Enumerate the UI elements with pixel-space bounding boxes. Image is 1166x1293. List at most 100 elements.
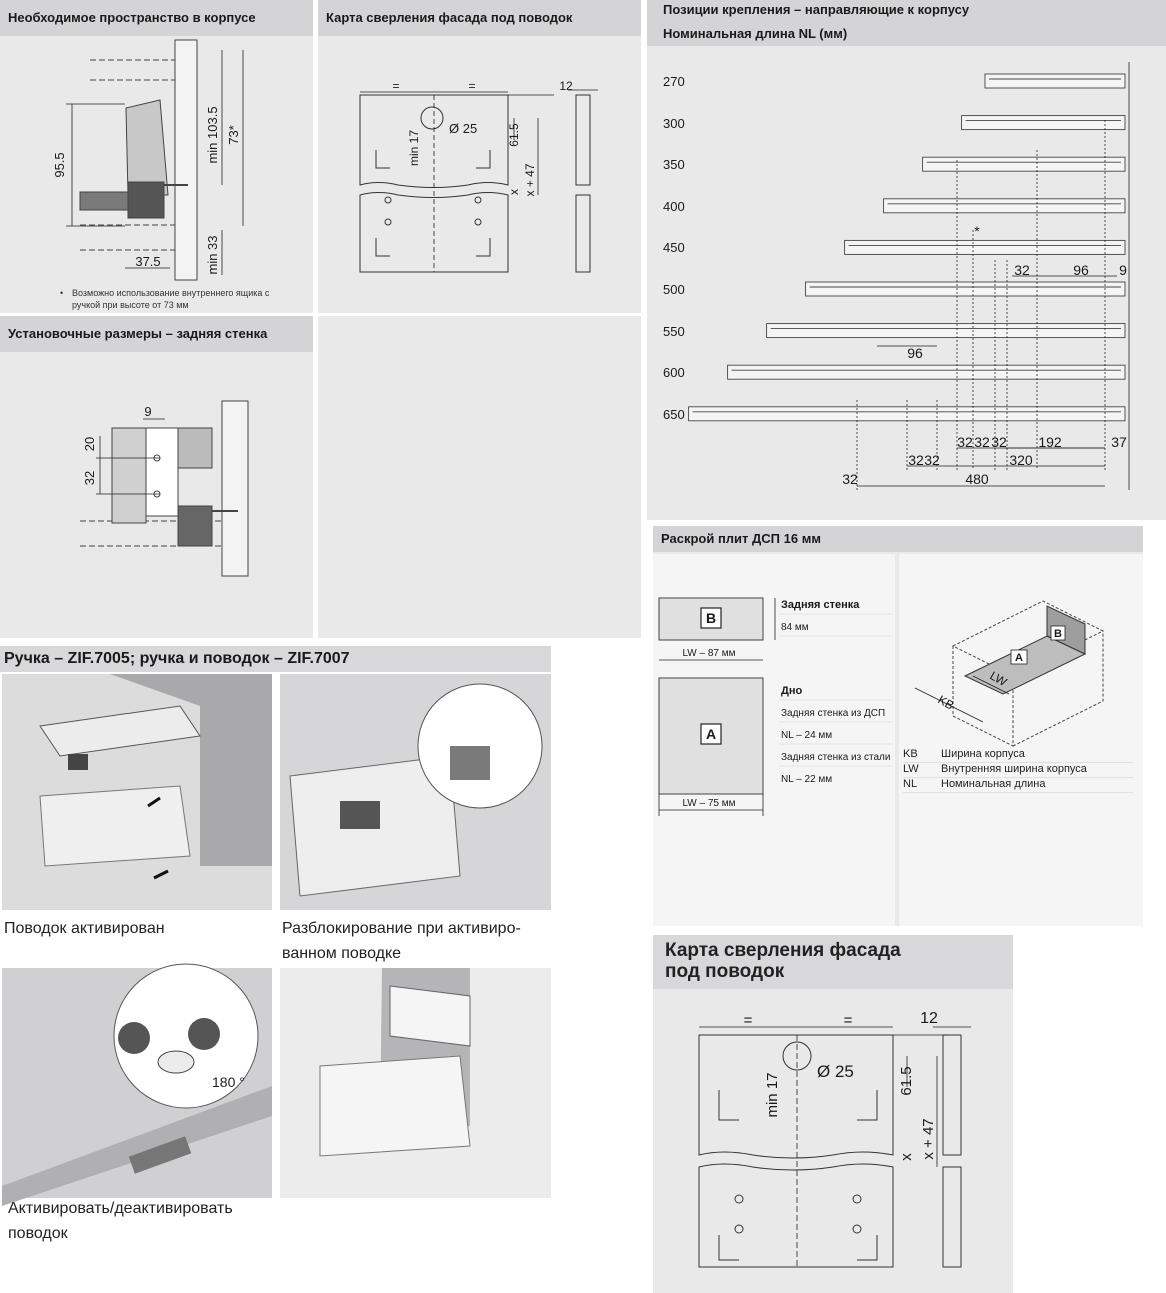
bottom-line-4: NL – 22 мм [781, 774, 832, 785]
dim-32-d: 32 [991, 434, 1007, 450]
dim-32: 32 [82, 471, 97, 485]
back-wall-title: Задняя стенка [781, 599, 860, 611]
runner-length-label: 600 [663, 365, 685, 381]
legend-text: Номинальная длина [941, 778, 1046, 790]
panel-title: Раскрой плит ДСП 16 мм [653, 526, 1143, 552]
panel-a-label: A [706, 726, 716, 742]
legend-text: Внутренняя ширина корпуса [941, 763, 1087, 775]
runner-bar [984, 73, 1126, 89]
runner-bar [766, 323, 1126, 339]
bottom-title: Дно [781, 685, 802, 697]
runner-length-label: 650 [663, 406, 685, 422]
legend-text: Ширина корпуса [941, 748, 1025, 760]
panel-empty [318, 316, 641, 638]
note-line-2: ручкой при высоте от 73 мм [72, 300, 189, 310]
dim-equal-left: = [392, 79, 399, 93]
dim-61-5: 61.5 [898, 1066, 915, 1095]
dim-12: 12 [920, 1010, 938, 1027]
a-width: LW – 75 мм [682, 798, 735, 809]
dim-103-5: min 103.5 [205, 106, 220, 163]
dim-96-a: 96 [1073, 262, 1089, 278]
caption-3-line-1: Активировать/деактивировать [8, 1200, 233, 1217]
runner-length-label: 400 [663, 198, 685, 214]
panel-title-line-1: Карта сверления фасада [665, 940, 901, 961]
dim-37: 37 [1111, 434, 1127, 450]
dim-x: x [507, 189, 521, 195]
dim-x-plus-47: x + 47 [523, 163, 537, 196]
dim-32-a: 32 [1014, 262, 1030, 278]
dim-32-c: 32 [974, 434, 990, 450]
dim-20: 20 [82, 437, 97, 451]
dim-480: 480 [965, 471, 989, 487]
panel-front-drilling-large: Карта сверления фасада под поводок = = 1… [653, 935, 1013, 1293]
panel-title: Необходимое пространство в корпусе [0, 0, 313, 36]
legend-abbr: LW [903, 763, 919, 775]
panel-title: Установочные размеры – задняя стенка [0, 316, 313, 352]
panel-handle: Ручка – ZIF.7005; ручка и поводок – ZIF.… [0, 646, 551, 1246]
dim-min-17: min 17 [407, 130, 421, 166]
runner-bar [844, 239, 1126, 255]
panel-required-space: Необходимое пространство в корпусе 95.5 … [0, 0, 313, 313]
board-cutting-drawing: B A Задняя стенка 84 мм LW – 87 мм Дно З… [653, 554, 1143, 926]
iso-kb-label: KB [936, 692, 957, 712]
caption-1: Поводок активирован [4, 920, 165, 937]
back-wall-drawing: 9 20 32 [80, 400, 249, 577]
front-drilling-drawing: = = 12 Ø 25 min 17 61.5 x x + 47 [359, 79, 598, 273]
front-drilling-large-drawing: = = 12 Ø 25 min 17 61.5 x x + 47 [698, 1010, 971, 1268]
runner-bar [727, 364, 1126, 380]
bottom-line-3: Задняя стенка из стали [781, 752, 890, 763]
note-bullet: • [60, 288, 64, 298]
dim-min-17: min 17 [764, 1072, 781, 1117]
dim-32-e: 32 [908, 452, 924, 468]
panel-front-drilling: Карта сверления фасада под поводок = = 1… [318, 0, 641, 313]
bottom-line-2: NL – 24 мм [781, 730, 832, 741]
dim-x: x [898, 1153, 915, 1161]
dim-320: 320 [1009, 452, 1033, 468]
required-space-drawing: 95.5 min 103.5 73* 37.5 min 33 [52, 39, 244, 281]
runner-bar [922, 156, 1126, 172]
panel-title: Карта сверления фасада под поводок [318, 0, 641, 36]
bottom-line-1: Задняя стенка из ДСП [781, 708, 885, 719]
back-wall-height: 84 мм [781, 622, 809, 633]
dim-equal-right: = [468, 79, 475, 93]
legend-row: NL Номинальная длина [903, 778, 1133, 793]
runner-bar [961, 115, 1126, 131]
dim-37-5: 37.5 [135, 254, 160, 269]
panel-back-wall-dims: Установочные размеры – задняя стенка 9 2… [0, 316, 313, 638]
dim-32-b: 32 [957, 434, 973, 450]
panel-board-cutting: Раскрой плит ДСП 16 мм B A Задняя стенка [653, 526, 1143, 926]
legend-row: KB Ширина корпуса [903, 748, 1133, 763]
dim-9: 9 [144, 404, 151, 419]
runner-length-label: 550 [663, 323, 685, 339]
dim-95-5: 95.5 [52, 152, 67, 177]
dim-x-plus-47: x + 47 [920, 1118, 937, 1159]
panel-subtitle: Номинальная длина NL (мм) [647, 22, 1166, 46]
legend-abbr: NL [903, 778, 918, 790]
legend-row: LW Внутренняя ширина корпуса [903, 763, 1133, 778]
panel-runner-positions: Позиции крепления – направляющие к корпу… [647, 0, 1166, 520]
panel-header-bg [653, 935, 1013, 989]
dim-32-f: 32 [924, 452, 940, 468]
legend-abbr: KB [903, 748, 918, 760]
dim-73: 73* [226, 125, 241, 145]
runner-length-label: 450 [663, 240, 685, 256]
runner-bar [805, 281, 1126, 297]
dim-32-g: 32 [842, 471, 858, 487]
dim-diameter-25: Ø 25 [449, 121, 477, 136]
caption-2-line-2: ванном поводке [282, 945, 402, 962]
runner-length-label: 350 [663, 157, 685, 173]
runner-length-label: 270 [663, 74, 685, 89]
iso-a-label: A [1015, 652, 1023, 664]
iso-b-label: B [1054, 628, 1062, 640]
dim-diameter-25: Ø 25 [817, 1062, 854, 1081]
dim-192: 192 [1038, 434, 1062, 450]
panel-b-label: B [706, 610, 716, 626]
b-width: LW – 87 мм [682, 648, 735, 659]
runner-bar [883, 198, 1126, 214]
dim-equal-left: = [744, 1012, 753, 1029]
caption-3-line-2: поводок [8, 1225, 68, 1242]
star-mark: * [974, 223, 980, 239]
caption-2-line-1: Разблокирование при активиро- [282, 920, 521, 937]
runner-drawing: * 32 96 9 96 32 32 32 192 37 32 32 320 3… [688, 62, 1130, 490]
